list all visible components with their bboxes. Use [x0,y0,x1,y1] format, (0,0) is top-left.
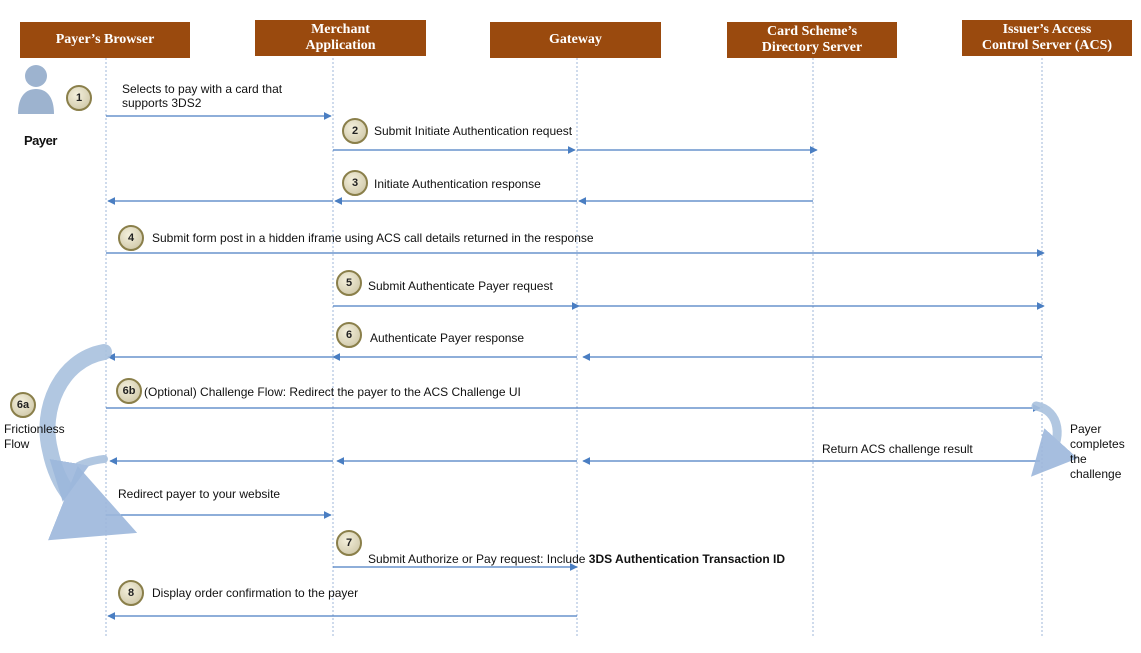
step-3-text: Initiate Authentication response [374,177,541,191]
step-8-text: Display order confirmation to the payer [152,586,359,600]
person-icon [18,65,54,114]
return-challenge-text: Return ACS challenge result [822,442,973,456]
step-2-text: Submit Initiate Authentication request [374,124,573,138]
challenge-curve [1030,401,1078,477]
step-1-text: Selects to pay with a card that supports… [122,82,283,110]
step-badge-6a: 6a [10,392,36,418]
header-directory-server: Card Scheme’s Directory Server [727,22,897,58]
header-payer-browser: Payer’s Browser [20,22,190,58]
step-badge-7: 7 [336,530,362,556]
step-6b-text: (Optional) Challenge Flow: Redirect the … [144,385,521,399]
step-badge-2: 2 [342,118,368,144]
step-4-text: Submit form post in a hidden iframe usin… [152,231,594,245]
step-badge-3: 3 [342,170,368,196]
challenge-note: Payer completes the challenge [1070,422,1125,481]
return-to-browser-curve [49,455,108,502]
header-merchant-application: Merchant Application [255,20,426,56]
step-7-text-bold: 3DS Authentication Transaction ID [588,552,786,566]
header-gateway: Gateway [490,22,661,58]
step-7-text-plain: Submit Authorize or Pay request: Include [368,552,589,566]
step-badge-6: 6 [336,322,362,348]
frictionless-curve [39,344,138,541]
frictionless-flow-label: Frictionless Flow [4,422,65,451]
step-6-text: Authenticate Payer response [370,331,525,345]
step-badge-5: 5 [336,270,362,296]
step-badge-1: 1 [66,85,92,111]
redirect-payer-text: Redirect payer to your website [118,487,281,501]
step-7-text: Submit Authorize or Pay request: Include… [368,538,785,566]
header-acs: Issuer’s Access Control Server (ACS) [962,20,1132,56]
step-badge-8: 8 [118,580,144,606]
payer-label: Payer [24,133,57,148]
step-5-text: Submit Authenticate Payer request [368,279,553,293]
step-badge-6b: 6b [116,378,142,404]
step-badge-4: 4 [118,225,144,251]
